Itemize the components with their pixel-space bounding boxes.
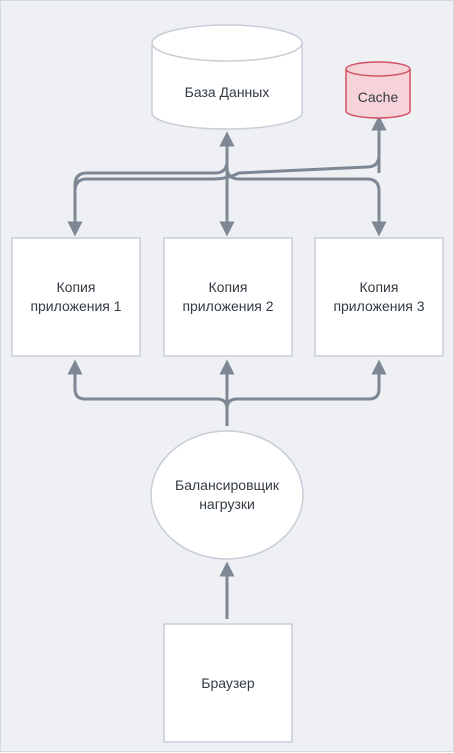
app-copy-3-box (314, 237, 444, 357)
connector-app3-db (225, 166, 387, 237)
cache-cylinder (345, 61, 411, 119)
app-copy-1-label: Копия приложения 1 (30, 279, 122, 314)
load-balancer-label: Балансировщик нагрузки (175, 477, 279, 512)
connector-app1-db (67, 131, 235, 237)
connector-balancer-app1 (67, 359, 229, 426)
app-copy-3-label: Копия приложения 3 (333, 279, 425, 314)
cache-label: Cache (357, 88, 399, 105)
connector-balancer-app3 (225, 359, 387, 426)
database-label: База Данных (184, 83, 270, 100)
connectors (67, 115, 387, 619)
app-copy-1-box (11, 237, 141, 357)
load-balancer-ellipse (150, 430, 304, 560)
browser-box (163, 623, 293, 743)
app-copy-2-label: Копия приложения 2 (182, 279, 274, 314)
app-copy-2-box (163, 237, 293, 357)
database-cylinder (151, 24, 303, 130)
browser-label: Браузер (201, 674, 255, 691)
connector-app1-cache (73, 115, 387, 215)
